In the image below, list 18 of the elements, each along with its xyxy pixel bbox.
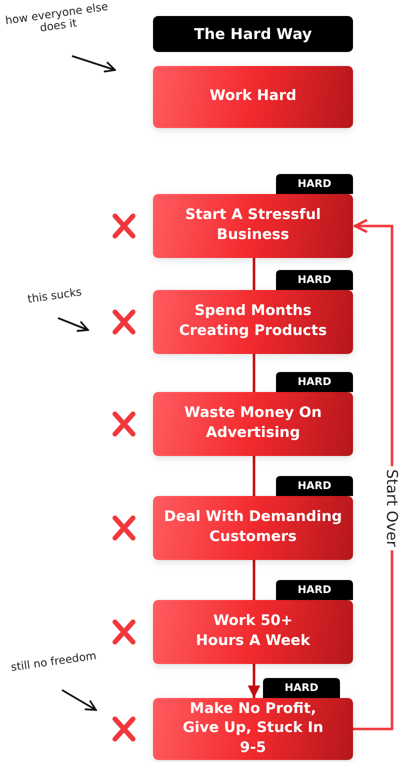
step-box: Make No Profit, Give Up, Stuck In 9-5 [153,698,353,760]
tag-label: HARD [276,580,353,600]
tag-label: HARD [263,678,340,698]
step-box: Spend Months Creating Products [153,290,353,354]
tag-label: HARD [276,174,353,194]
process-box: Work Hard [153,66,353,128]
step-box: Start A Stressful Business [153,194,353,258]
tag-label: HARD [276,372,353,392]
handwritten-note: this sucks [17,284,93,312]
connector-arrow [248,664,260,698]
title-box: The Hard Way [153,16,353,52]
handwritten-note: how everyone else does it [0,0,116,46]
step-box: Deal With Demanding Customers [153,496,353,560]
tag-label: HARD [276,476,353,496]
handwritten-note: still no freedom [1,648,107,680]
tag-label: HARD [276,270,353,290]
step-box: Waste Money On Advertising [153,392,353,456]
step-box: Work 50+ Hours A Week [153,600,353,664]
